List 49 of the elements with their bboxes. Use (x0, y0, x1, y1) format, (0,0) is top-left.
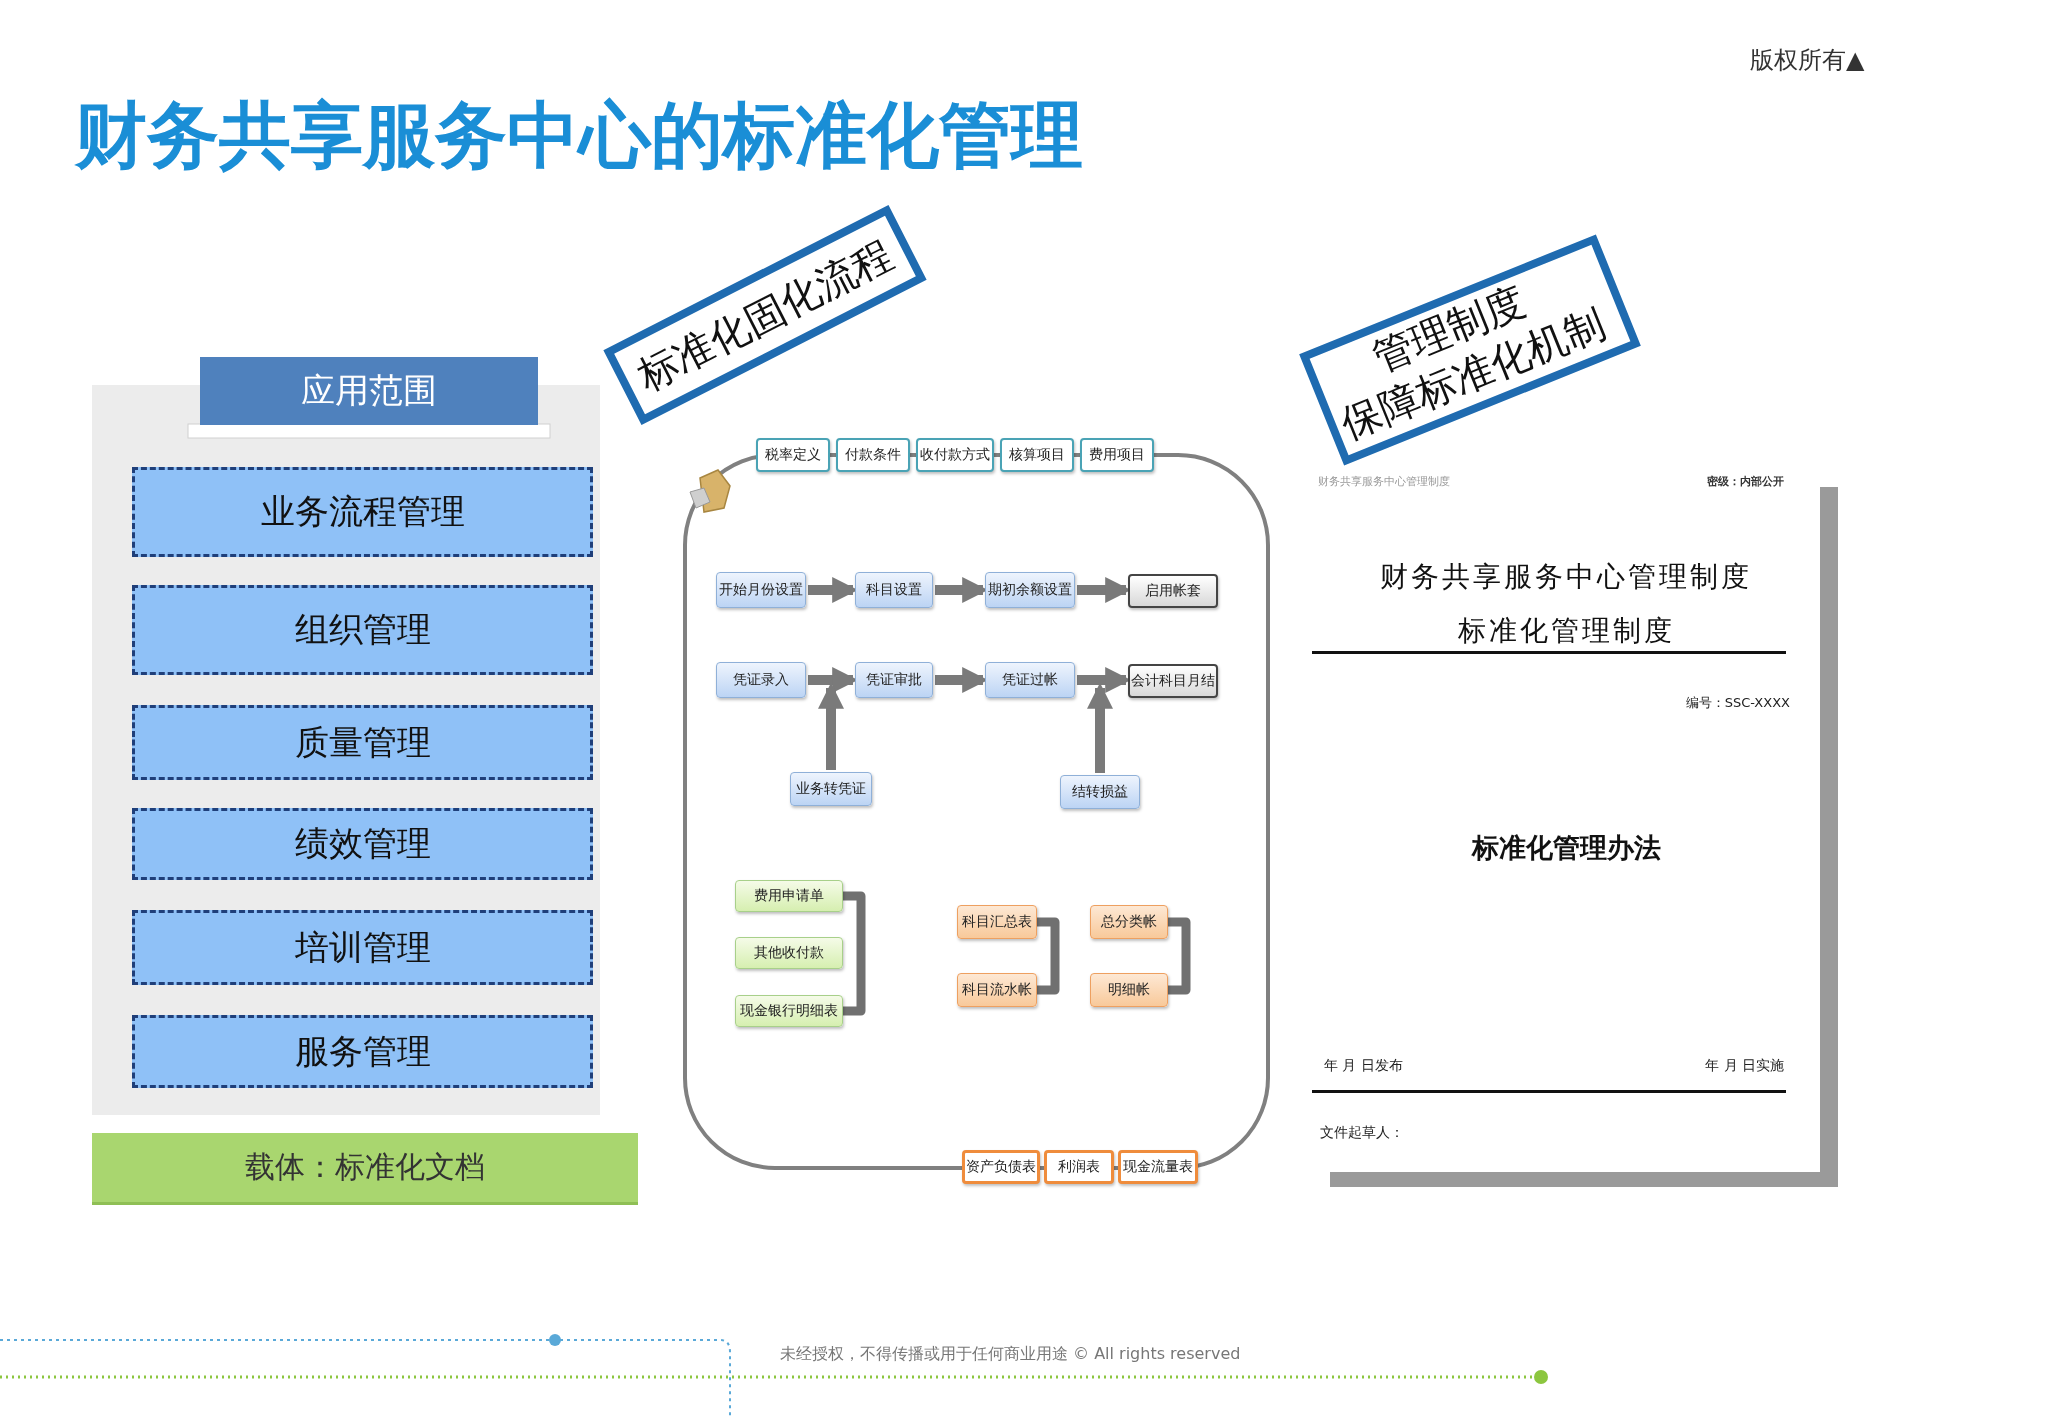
process-box: 结转损益 (1060, 775, 1140, 809)
document-box: 费用申请单 (735, 880, 843, 912)
setting-box: 付款条件 (836, 438, 910, 472)
report-box: 现金流量表 (1118, 1150, 1198, 1184)
process-box: 启用帐套 (1128, 574, 1218, 608)
document-heading: 标准化管理办法 (1470, 831, 1662, 865)
header-box: 应用范围 (200, 357, 538, 425)
document-box: 其他收付款 (735, 937, 843, 969)
running-header: 财务共享服务中心管理制度 (1318, 474, 1450, 489)
stamp-box (1299, 234, 1641, 466)
scope-box: 绩效管理 (132, 808, 593, 880)
stamp-box: 标准化固化流程 (603, 204, 927, 426)
classification-text: 密级：内部公开 (1707, 474, 1784, 489)
setting-box: 核算项目 (1000, 438, 1074, 472)
scope-box: 培训管理 (132, 910, 593, 985)
process-box: 凭证审批 (855, 662, 933, 698)
page-title: 财务共享服务中心的标准化管理 (75, 92, 1083, 179)
arrow (818, 682, 844, 770)
setting-box: 收付款方式 (916, 438, 994, 472)
document-number: 编号：SSC-XXXX (1685, 694, 1790, 712)
process-box: 开始月份设置 (716, 572, 806, 608)
process-box: 会计科目月结 (1128, 664, 1218, 698)
document-title: 财务共享服务中心管理制度 (1379, 559, 1753, 595)
copyright-note: 版权所有▲ (1750, 45, 1865, 76)
process-box: 科目设置 (855, 572, 933, 608)
report-box: 资产负债表 (962, 1150, 1040, 1184)
drafter-field: 文件起草人： (1320, 1124, 1404, 1142)
ledger-box: 科目汇总表 (957, 905, 1037, 939)
process-box: 凭证过帐 (985, 662, 1075, 698)
scope-box: 组织管理 (132, 585, 593, 675)
report-box: 利润表 (1044, 1150, 1114, 1184)
scope-box: 业务流程管理 (132, 467, 593, 557)
carrier-bar: 载体：标准化文档 (92, 1133, 638, 1205)
scope-box: 质量管理 (132, 705, 593, 780)
effective-date: 年 月 日实施 (1705, 1057, 1784, 1075)
document-box: 现金银行明细表 (735, 995, 843, 1027)
process-box: 业务转凭证 (790, 772, 872, 806)
setting-box: 税率定义 (756, 438, 830, 472)
ledger-box: 总分类帐 (1090, 905, 1168, 939)
ledger-box: 科目流水帐 (957, 973, 1037, 1007)
document-subtitle: 标准化管理制度 (1456, 613, 1676, 649)
process-box: 期初余额设置 (985, 572, 1075, 608)
ledger-box: 明细帐 (1090, 973, 1168, 1007)
footer-note: 未经授权，不得传播或用于任何商业用途 © All rights reserved (780, 1344, 1241, 1365)
arrow (1087, 682, 1113, 773)
setting-box: 费用项目 (1080, 438, 1154, 472)
process-box: 凭证录入 (716, 662, 806, 698)
scope-box: 服务管理 (132, 1015, 593, 1088)
issue-date: 年 月 日发布 (1324, 1057, 1403, 1075)
